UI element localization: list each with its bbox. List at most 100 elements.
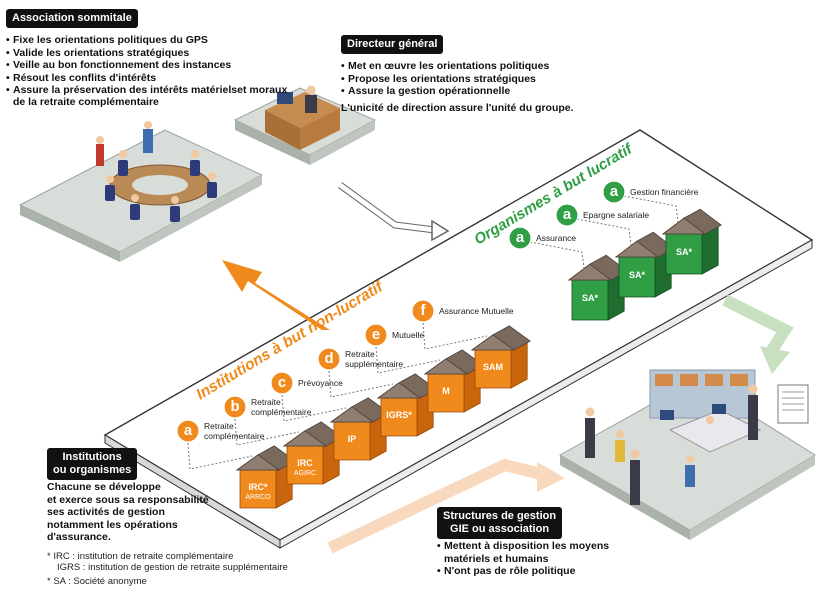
house-sa-label: SA* [676,247,693,257]
entity-label: Assurance Mutuelle [439,306,514,316]
entity-label: Retraite [345,349,375,359]
house-ip-label: IP [348,434,357,444]
institutions-text: Chacune se développe et exerce sous sa r… [47,481,209,544]
director-scene [233,85,377,165]
badge-a-letter: a [184,423,193,439]
badge-f: f [411,299,435,323]
house-igrs-gable [376,382,422,399]
connector-line [281,394,347,422]
director-list: Met en œuvre les orientations politiques… [341,60,549,98]
structures-title-line1: Structures de gestion [443,510,557,522]
institutions-line: et exerce sous sa responsabilité [47,493,209,506]
house-sa: SA* [661,208,722,275]
house-sa-label: SA* [582,293,599,303]
house-irc-label: IRC [297,458,313,468]
association-item: Assure la préservation des intérêts maté… [6,84,287,97]
house-sam-label: SAM [483,362,503,372]
badge-a-letter: a [516,230,525,246]
connector-line [623,195,679,223]
association-item: Fixe les orientations politiques du GPS [6,34,287,47]
badge-a: a [508,226,532,250]
badge-a: a [602,180,626,204]
association-item: Résout les conflits d'intérêts [6,72,287,85]
house-sa-label: SA* [629,270,646,280]
house-m-gable [423,358,469,375]
house-ip-gable [329,406,375,423]
badge-e-letter: e [372,327,380,343]
connector-line [375,346,441,374]
structures-item-continued: matériels et humains [437,553,609,566]
association-list: Fixe les orientations politiques du GPS … [6,34,287,97]
badge-e-circle [364,323,388,347]
entity-label: Retraite [251,397,281,407]
badge-b-letter: b [230,399,239,415]
house-irc-gable [282,430,328,447]
association-item-continued: de la retraite complémentaire [13,96,159,108]
house-sa-gable [614,240,660,258]
green-arrow [722,294,794,374]
peach-arrow [327,458,565,554]
entity-label: Retraite [204,421,234,431]
badge-a-letter: a [610,184,619,200]
badge-d-letter: d [324,351,333,367]
badge-c: c [270,371,294,395]
structures-scene [558,369,816,540]
director-item: Assure la gestion opérationnelle [341,85,549,98]
badge-a-letter: a [563,207,572,223]
house-irc-label: ARRCO [245,494,271,501]
house-sam: SAM [470,325,531,389]
connector-line [529,241,585,269]
footnote-sa: * SA : Société anonyme [47,576,147,587]
badge-a: a [176,419,200,443]
institutions-title-line1: Institutions [62,451,122,463]
structures-item: N'ont pas de rôle politique [437,565,609,578]
entity-label: Gestion financière [630,187,699,197]
badge-b: b [223,395,247,419]
structures-title: Structures de gestion GIE ou association [437,507,563,539]
house-sa-gable [567,263,613,281]
institutions-title: Institutions ou organismes [47,448,138,480]
badge-d: d [317,347,341,371]
badge-a-circle [602,180,626,204]
director-title: Directeur général [341,35,444,54]
entity-label: Prévoyance [298,378,343,388]
connector-line [234,418,300,446]
badge-e: e [364,323,388,347]
badge-a-circle [508,226,532,250]
connector-line [422,322,488,350]
connector-line [328,370,394,398]
orange-arrow [222,260,330,330]
house-irc-label: AGIRC [294,470,316,477]
association-scene [18,121,264,262]
house-irc: IRC AGIRC [282,421,343,485]
director-item: Propose les orientations stratégiques [341,73,549,86]
badge-f-letter: f [421,303,426,319]
structures-item: Mettent à disposition les moyens [437,540,609,553]
house-sam-gable [470,334,516,351]
director-item: Met en œuvre les orientations politiques [341,60,549,73]
institutions-line: d'assurance. [47,531,111,543]
structures-title-line2: GIE ou association [450,523,550,535]
house-m-label: M [442,386,450,396]
institutions-line: ses activités de gestion [47,506,165,518]
structures-item-text: matériels et humains [444,552,549,565]
entity-label: complémentaire [251,407,312,417]
connector-line [576,218,632,246]
house-sa-gable [661,217,707,235]
entity-label: complémentaire [204,431,265,441]
entity-label: supplémentaire [345,359,403,369]
association-item: Veille au bon fonctionnement des instanc… [6,59,287,72]
institutions-title-line2: ou organismes [53,464,132,476]
entity-label: Mutuelle [392,330,424,340]
house-ip: IP [329,397,390,461]
association-item: Valide les orientations stratégiques [6,47,287,60]
house-igrs: IGRS* [376,373,437,437]
badge-b-circle [223,395,247,419]
house-irc-label: IRC* [248,482,267,492]
badge-d-circle [317,347,341,371]
entity-label: Epargne salariale [583,210,649,220]
badge-f-circle [411,299,435,323]
director-arrow [337,181,450,242]
